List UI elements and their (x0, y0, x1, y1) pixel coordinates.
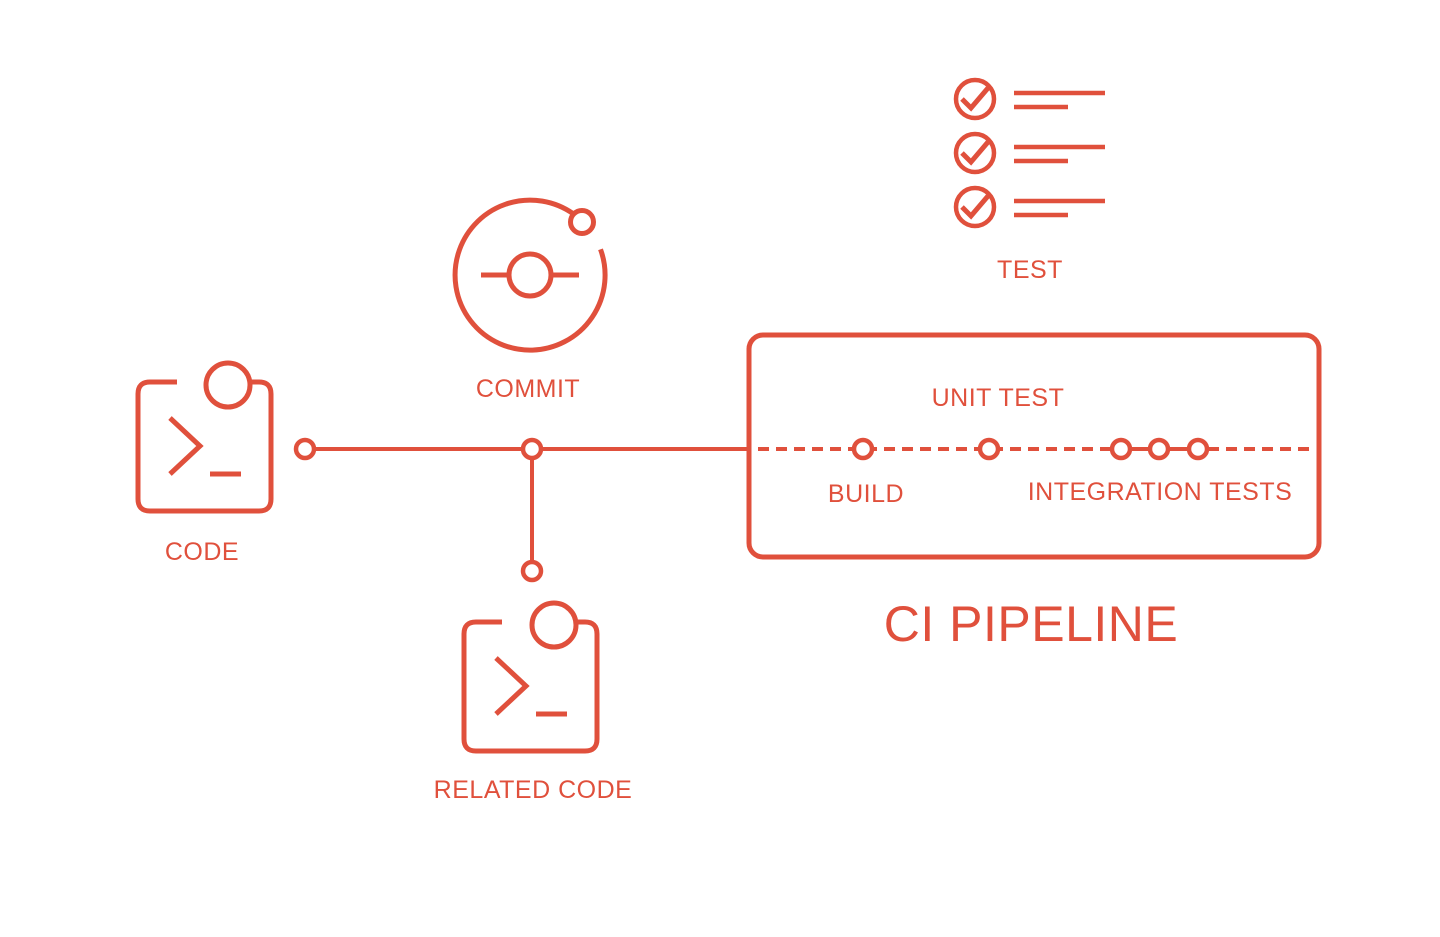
prompt-chevron (168, 416, 204, 476)
connector-lines (293, 437, 751, 583)
ci-pipeline-box (746, 332, 1322, 560)
terminal-frame (461, 619, 600, 754)
build-stage-label: BUILD (827, 480, 905, 508)
pipeline-border (746, 332, 1322, 560)
check-circle-icon (953, 185, 997, 229)
build-stage-node (851, 437, 875, 461)
orbit-arc (452, 197, 608, 353)
diagram-title: CI PIPELINE (883, 596, 1179, 652)
pin-circle (529, 600, 579, 650)
unit-test-stage-node (977, 437, 1001, 461)
code-label: CODE (164, 538, 240, 566)
prompt-chevron (494, 656, 530, 716)
checklist-row (953, 131, 1105, 175)
check-circle-icon (953, 131, 997, 175)
commit-junction-node (520, 437, 544, 461)
pin-circle (203, 360, 253, 410)
branch-end-node (520, 559, 544, 583)
checkmark-icon (960, 140, 990, 166)
related-code-label: RELATED CODE (433, 776, 633, 804)
commit-node-circle (506, 251, 554, 299)
terminal-window-icon (461, 600, 600, 754)
check-circle-icon (953, 77, 997, 121)
integration-stage-node (1109, 437, 1133, 461)
integration-stage-node (1186, 437, 1210, 461)
checklist-row (953, 185, 1105, 229)
orbit-satellite-circle (568, 208, 596, 236)
flow-start-node (293, 437, 317, 461)
test-label: TEST (997, 256, 1063, 284)
commit-label: COMMIT (475, 375, 581, 403)
integration-tests-stage-label: INTEGRATION TESTS (1027, 478, 1293, 506)
unit-test-stage-label: UNIT TEST (931, 384, 1065, 412)
checkmark-icon (960, 86, 990, 112)
checklist-row (953, 77, 1105, 121)
checkmark-icon (960, 194, 990, 220)
git-commit-orbit-icon (452, 197, 608, 353)
terminal-window-icon (135, 360, 274, 514)
checklist-icon (953, 77, 1105, 229)
terminal-frame (135, 379, 274, 514)
integration-stage-node (1147, 437, 1171, 461)
